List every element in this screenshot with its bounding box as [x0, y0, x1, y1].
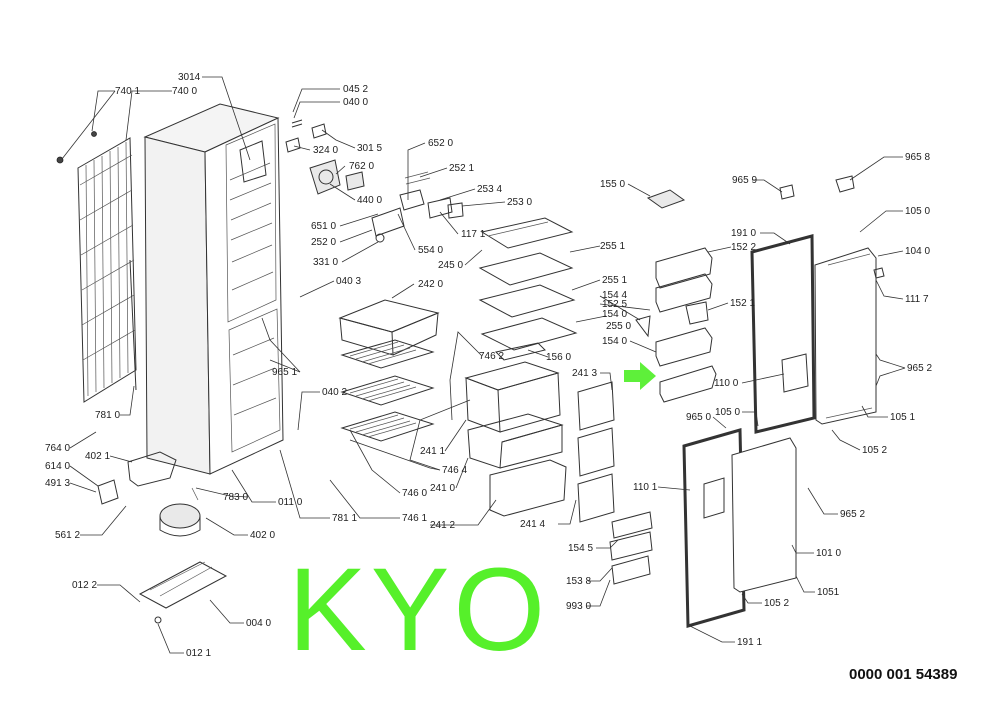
label-7462: 746 2: [479, 351, 504, 362]
label-1052-a: 105 2: [862, 445, 887, 456]
label-7640: 764 0: [45, 443, 70, 454]
label-1051-b: 1051: [817, 587, 840, 598]
label-4020: 402 0: [250, 530, 275, 541]
label-7401: 740 1: [115, 86, 140, 97]
label-7830: 783 0: [223, 492, 248, 503]
label-2521: 252 1: [449, 163, 474, 174]
doors: [682, 175, 885, 628]
label-9930: 993 0: [566, 601, 591, 612]
label-4913: 491 3: [45, 478, 70, 489]
label-1538: 153 8: [566, 576, 591, 587]
label-2413: 241 3: [572, 368, 597, 379]
label-0400: 040 0: [343, 97, 368, 108]
label-2450: 245 0: [438, 260, 463, 271]
label-7460: 746 0: [402, 488, 427, 499]
watermark-text: KYO: [288, 544, 549, 676]
label-5612: 561 2: [55, 530, 80, 541]
label-1010: 101 0: [816, 548, 841, 559]
label-1171: 117 1: [461, 229, 486, 240]
label-0122: 012 2: [72, 580, 97, 591]
label-9650: 965 0: [686, 412, 711, 423]
label-0110: 011 0: [278, 497, 303, 508]
label-1050-a: 105 0: [905, 206, 930, 217]
label-1540-b: 154 0: [602, 336, 627, 347]
label-1522: 152 2: [731, 242, 756, 253]
label-2420: 242 0: [418, 279, 443, 290]
label-3015: 301 5: [357, 143, 382, 154]
label-1117: 111 7: [905, 294, 929, 305]
label-1050-b: 105 0: [715, 407, 740, 418]
label-7810: 781 0: [95, 410, 120, 421]
label-1550: 155 0: [600, 179, 625, 190]
label-7464: 746 4: [442, 465, 467, 476]
label-2411: 241 1: [420, 446, 445, 457]
label-4021: 402 1: [85, 451, 110, 462]
document-serial-number: 0000 001 54389: [849, 666, 957, 683]
label-3310: 331 0: [313, 257, 338, 268]
label-0121: 012 1: [186, 648, 211, 659]
compressor-and-base: [97, 451, 228, 624]
label-9652-b: 965 2: [840, 509, 865, 520]
label-1910: 191 0: [731, 228, 756, 239]
label-7620: 762 0: [349, 161, 374, 172]
label-1521: 152 1: [730, 298, 755, 309]
label-5540: 554 0: [418, 245, 443, 256]
label-9659: 965 9: [732, 175, 757, 186]
label-2530: 253 0: [507, 197, 532, 208]
label-1040: 104 0: [905, 246, 930, 257]
label-0452: 045 2: [343, 84, 368, 95]
label-2550: 255 0: [606, 321, 631, 332]
label-3240: 324 0: [313, 145, 338, 156]
label-4400: 440 0: [357, 195, 382, 206]
label-0403: 040 3: [336, 276, 361, 287]
label-9652-a: 965 2: [907, 363, 932, 374]
label-0040: 004 0: [246, 618, 271, 629]
label-2534: 253 4: [477, 184, 502, 195]
freezer-drawers: [338, 299, 567, 517]
condenser-coil: [56, 131, 137, 403]
label-1540-a: 154 0: [602, 309, 627, 320]
cabinet-body: [143, 103, 284, 475]
glass-shelves: [478, 217, 578, 351]
label-2551-a: 255 1: [600, 241, 625, 252]
label-2551-b: 255 1: [602, 275, 627, 286]
label-9651: 965 1: [272, 367, 297, 378]
label-1101: 110 1: [633, 482, 658, 493]
label-1545: 154 5: [568, 543, 593, 554]
door-bins: [635, 189, 717, 403]
label-7811: 781 1: [332, 513, 357, 524]
leader-lines: [61, 76, 906, 654]
label-0402: 040 2: [322, 387, 347, 398]
label-6140: 614 0: [45, 461, 70, 472]
label-1560: 156 0: [546, 352, 571, 363]
label-1525: 152 5: [602, 299, 627, 310]
drawer-fronts: [577, 381, 653, 585]
label-9658: 965 8: [905, 152, 930, 163]
label-6520: 652 0: [428, 138, 453, 149]
part-labels: 740 1 740 0 3014 045 2 040 0 301 5 324 0…: [45, 72, 932, 659]
label-7400: 740 0: [172, 86, 197, 97]
label-3014: 3014: [178, 72, 201, 83]
label-6510: 651 0: [311, 221, 336, 232]
label-1051: 105 1: [890, 412, 915, 423]
green-arrow-icon: [624, 362, 656, 390]
label-2410: 241 0: [430, 483, 455, 494]
label-2414: 241 4: [520, 519, 545, 530]
label-1544: 154 4: [602, 290, 627, 301]
label-1052-b: 105 2: [764, 598, 789, 609]
label-2412: 241 2: [430, 520, 455, 531]
label-1100: 110 0: [714, 378, 739, 389]
label-7461: 746 1: [402, 513, 427, 524]
label-1911: 191 1: [737, 637, 762, 648]
label-2520: 252 0: [311, 237, 336, 248]
